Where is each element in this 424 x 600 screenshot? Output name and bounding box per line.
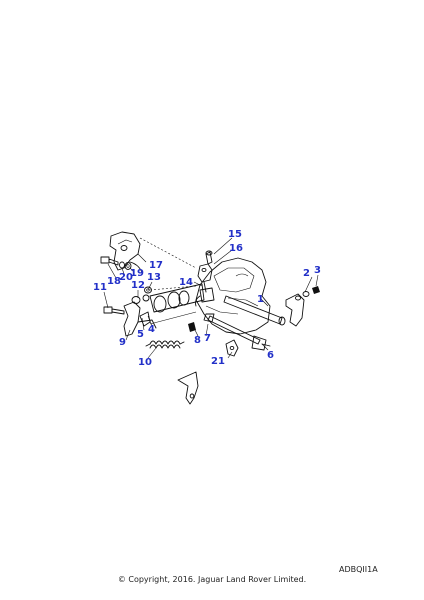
callout-20: 20 — [119, 272, 133, 283]
callout-19: 19 — [130, 268, 144, 279]
rod-1 — [223, 295, 286, 326]
bolt-11 — [103, 306, 125, 315]
callout-1: 1 — [257, 294, 264, 305]
callout-2: 2 — [303, 268, 310, 279]
diagram-code: ADBQII1A — [339, 565, 378, 574]
callout-18: 18 — [107, 276, 121, 287]
callout-11: 11 — [93, 282, 107, 293]
leader-lines — [103, 237, 319, 359]
callout-9: 9 — [119, 337, 126, 348]
nut-19 — [124, 262, 132, 270]
pin-3 — [312, 286, 320, 294]
cross-shaft — [149, 283, 205, 325]
callout-8: 8 — [194, 335, 201, 346]
callout-labels: 1 2 3 4 5 6 7 8 9 10 11 12 13 14 15 16 1… — [93, 229, 321, 368]
callout-13: 13 — [147, 272, 161, 283]
callout-21: 21 — [211, 356, 225, 367]
nut-8 — [188, 322, 196, 332]
linkage-15-16 — [195, 250, 215, 307]
lever-2 — [285, 291, 310, 327]
callout-4: 4 — [148, 324, 155, 335]
callout-5: 5 — [137, 329, 144, 340]
rod-6 — [203, 313, 271, 351]
copyright-notice: © Copyright, 2016. Jaguar Land Rover Lim… — [117, 575, 307, 584]
dashed-guide-top — [139, 237, 197, 269]
spring-10 — [145, 340, 185, 349]
callout-15: 15 — [228, 229, 242, 240]
washer-20 — [119, 261, 125, 269]
bolt-18 — [100, 256, 119, 266]
callout-16: 16 — [229, 243, 243, 254]
callout-17: 17 — [149, 260, 163, 271]
callout-7: 7 — [204, 333, 211, 344]
callout-14: 14 — [179, 277, 193, 288]
callout-3: 3 — [314, 265, 321, 276]
callout-10: 10 — [138, 357, 152, 368]
callout-6: 6 — [267, 350, 274, 361]
lower-bracket — [177, 371, 199, 405]
clip-21 — [225, 339, 239, 357]
upper-bracket — [109, 231, 143, 273]
callout-12: 12 — [131, 280, 145, 291]
